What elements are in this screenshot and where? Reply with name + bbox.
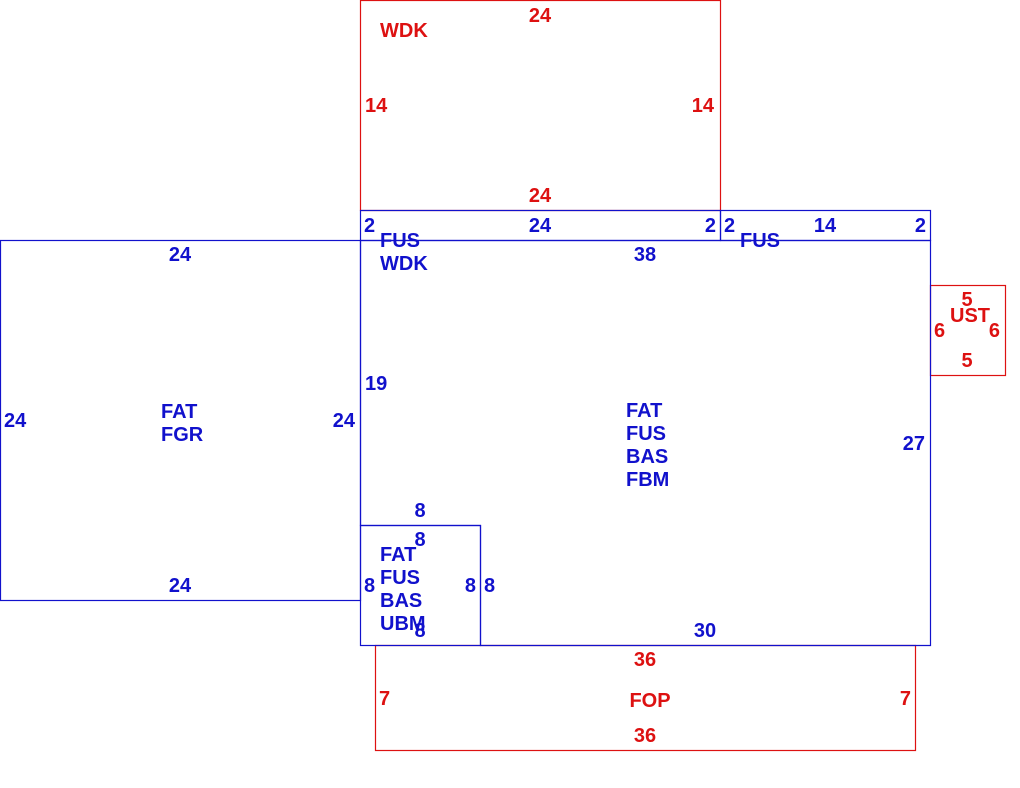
fus-strip-left-code-2: WDK — [380, 253, 428, 275]
main-code-3: BAS — [626, 446, 668, 468]
fop-code: FOP — [629, 690, 670, 712]
wdk-dim-bottom: 24 — [529, 185, 552, 207]
ust-dim-top: 5 — [961, 289, 972, 311]
fus-strip-left-dim-left: 2 — [364, 215, 375, 237]
ubm-outline — [359, 524, 482, 647]
ust-dim-right: 6 — [989, 320, 1000, 342]
main-code-2: FUS — [626, 423, 666, 445]
wdk-dim-top: 24 — [529, 5, 552, 27]
fgr-dim-bottom: 24 — [169, 575, 192, 597]
fus-strip-right-code: FUS — [740, 230, 780, 252]
main-dim-right: 27 — [903, 433, 925, 455]
fgr-code-1: FAT — [161, 401, 197, 423]
ust-dim-left: 6 — [934, 320, 945, 342]
wdk-dim-right: 14 — [692, 95, 715, 117]
fop-dim-bottom: 36 — [634, 725, 656, 747]
ubm-code-4: UBM — [380, 613, 426, 635]
ubm-dim-outer-right: 8 — [484, 575, 495, 597]
fus-strip-right-dim-left: 2 — [724, 215, 735, 237]
wdk-dim-left: 14 — [365, 95, 388, 117]
fus-strip-left-dim-top: 24 — [529, 215, 552, 237]
ubm-dim-right: 8 — [465, 575, 476, 597]
fop-dim-right: 7 — [900, 688, 911, 710]
main-dim-notch: 8 — [414, 500, 425, 522]
fop-dim-left: 7 — [379, 688, 390, 710]
main-dim-top: 38 — [634, 244, 656, 266]
fgr-dim-left: 24 — [4, 410, 27, 432]
main-code-4: FBM — [626, 469, 669, 491]
fus-strip-right-dim-top: 14 — [814, 215, 837, 237]
fop-dim-top: 36 — [634, 649, 656, 671]
main-dim-bottom: 30 — [694, 620, 716, 642]
fus-strip-left-dim-right: 2 — [705, 215, 716, 237]
ubm-code-2: FUS — [380, 567, 420, 589]
ubm-dim-top: 8 — [414, 529, 425, 551]
fgr-code-2: FGR — [161, 424, 204, 446]
ubm-dim-left: 8 — [364, 575, 375, 597]
ust-code: UST — [950, 305, 990, 327]
main-code-1: FAT — [626, 400, 662, 422]
fgr-dim-top: 24 — [169, 244, 192, 266]
fus-strip-left-code-1: FUS — [380, 230, 420, 252]
ubm-code-1: FAT — [380, 544, 416, 566]
ust-dim-bottom: 5 — [961, 350, 972, 372]
fus-strip-right-dim-right: 2 — [915, 215, 926, 237]
ubm-code-3: BAS — [380, 590, 422, 612]
wdk-code: WDK — [380, 20, 428, 42]
main-dim-left: 19 — [365, 373, 387, 395]
fgr-dim-right: 24 — [333, 410, 356, 432]
ubm-dim-bottom: 8 — [414, 620, 425, 642]
